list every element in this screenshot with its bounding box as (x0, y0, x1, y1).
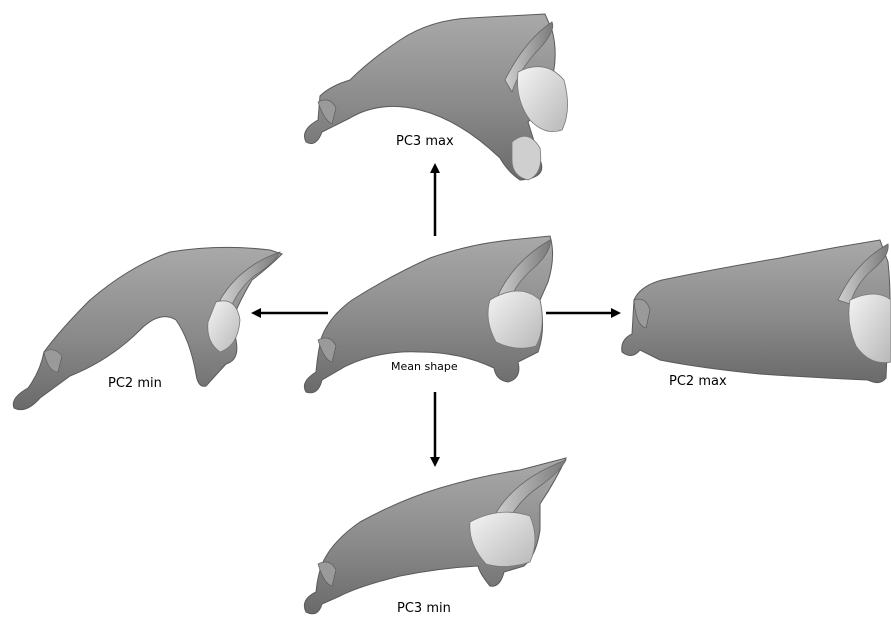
label-pc2-min: PC2 min (108, 376, 162, 391)
label-mean-shape: Mean shape (391, 360, 458, 373)
label-pc2-max: PC2 max (669, 374, 727, 389)
shape-pc2-max (622, 240, 891, 383)
label-pc3-min: PC3 min (397, 601, 451, 616)
label-pc3-max: PC3 max (396, 134, 454, 149)
shape-pc3-max (305, 14, 568, 180)
shape-pc3-min (304, 458, 566, 614)
